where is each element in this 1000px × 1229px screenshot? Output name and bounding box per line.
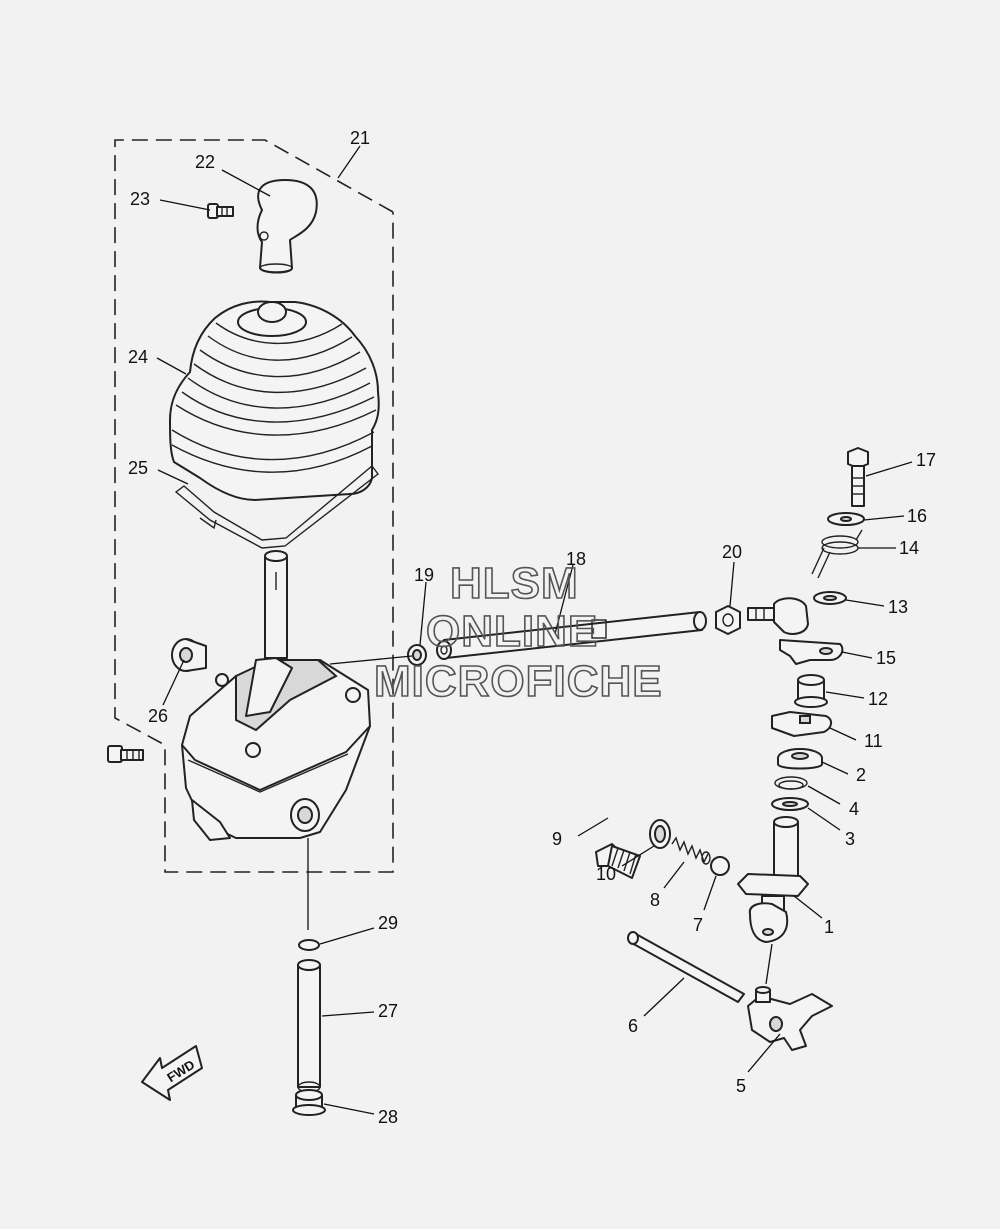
part-3-washer[interactable] <box>771 797 809 811</box>
callout-12[interactable]: 12 <box>868 689 888 709</box>
part-18-shift-rod[interactable] <box>436 611 707 660</box>
part-10-gasket[interactable] <box>649 819 671 849</box>
watermark-line-3: MICROFICHE <box>374 657 663 706</box>
part-9-plug-bolt[interactable] <box>595 843 641 879</box>
part-6-guide-bar[interactable] <box>627 931 745 1003</box>
part-5-shift-fork[interactable] <box>747 986 833 1051</box>
callout-4[interactable]: 4 <box>849 799 859 819</box>
shift-lever-shaft[interactable] <box>264 550 288 659</box>
callout-25[interactable]: 25 <box>128 458 148 478</box>
part-11-stopper-lever[interactable] <box>771 711 832 737</box>
callout-18[interactable]: 18 <box>566 549 586 569</box>
callout-21[interactable]: 21 <box>350 128 370 148</box>
watermark-line-2: ONLINE <box>426 607 598 656</box>
callout-3[interactable]: 3 <box>845 829 855 849</box>
callout-8[interactable]: 8 <box>650 890 660 910</box>
callout-23[interactable]: 23 <box>130 189 150 209</box>
watermark-line-1: HLSM <box>450 559 579 608</box>
part-26-bushing[interactable] <box>171 638 207 672</box>
callout-6[interactable]: 6 <box>628 1016 638 1036</box>
part-25-seal[interactable] <box>174 464 379 549</box>
part-23-screw[interactable] <box>207 203 234 219</box>
rod-end-joint[interactable] <box>747 597 809 635</box>
callout-labels: 21 22 23 24 25 26 19 18 20 17 16 14 13 1… <box>128 128 936 1127</box>
part-29-o-ring[interactable] <box>298 939 320 951</box>
callout-24[interactable]: 24 <box>128 347 148 367</box>
part-24-shift-boot[interactable] <box>169 300 380 501</box>
part-7-ball[interactable] <box>710 856 730 876</box>
leader-lines <box>156 145 913 1115</box>
callout-1[interactable]: 1 <box>824 917 834 937</box>
callout-26[interactable]: 26 <box>148 706 168 726</box>
callout-15[interactable]: 15 <box>876 648 896 668</box>
callout-13[interactable]: 13 <box>888 597 908 617</box>
callout-19[interactable]: 19 <box>414 565 434 585</box>
callout-7[interactable]: 7 <box>693 915 703 935</box>
part-17-bolt[interactable] <box>847 447 869 507</box>
callout-11[interactable]: 11 <box>864 731 883 751</box>
part-28-plug[interactable] <box>292 1089 326 1116</box>
callout-9[interactable]: 9 <box>552 829 562 849</box>
part-22-shift-knob[interactable] <box>256 179 318 274</box>
part-8-spring[interactable] <box>671 836 711 865</box>
part-14-spring[interactable] <box>811 529 863 579</box>
callout-27[interactable]: 27 <box>378 1001 398 1021</box>
part-1-shift-shaft[interactable] <box>737 816 809 943</box>
part-19-nut[interactable] <box>407 644 427 666</box>
shift-housing[interactable] <box>181 657 371 841</box>
part-25-seal-clip <box>199 517 217 530</box>
callout-2[interactable]: 2 <box>856 765 866 785</box>
callout-10[interactable]: 10 <box>596 864 616 884</box>
part-27-pin[interactable] <box>297 959 321 1093</box>
callout-17[interactable]: 17 <box>916 450 936 470</box>
part-13-washer[interactable] <box>813 591 847 605</box>
callout-22[interactable]: 22 <box>195 152 215 172</box>
part-16-washer[interactable] <box>827 512 865 526</box>
callout-28[interactable]: 28 <box>378 1107 398 1127</box>
callout-14[interactable]: 14 <box>899 538 919 558</box>
part-20-nut[interactable] <box>715 605 741 635</box>
watermark: HLSM ONLINE MICROFICHE <box>373 558 663 707</box>
callout-16[interactable]: 16 <box>907 506 927 526</box>
part-4-circlip[interactable] <box>774 776 808 790</box>
callout-20[interactable]: 20 <box>722 542 742 562</box>
part-15-lever[interactable] <box>779 639 844 665</box>
forward-direction-arrow: FWD <box>141 1045 203 1101</box>
assembly-group-outline <box>114 139 394 873</box>
mounting-bolt-left[interactable] <box>107 745 144 763</box>
callout-5[interactable]: 5 <box>736 1076 746 1096</box>
callout-29[interactable]: 29 <box>378 913 398 933</box>
part-2-collar[interactable] <box>777 748 823 770</box>
part-12-collar[interactable] <box>794 674 828 708</box>
